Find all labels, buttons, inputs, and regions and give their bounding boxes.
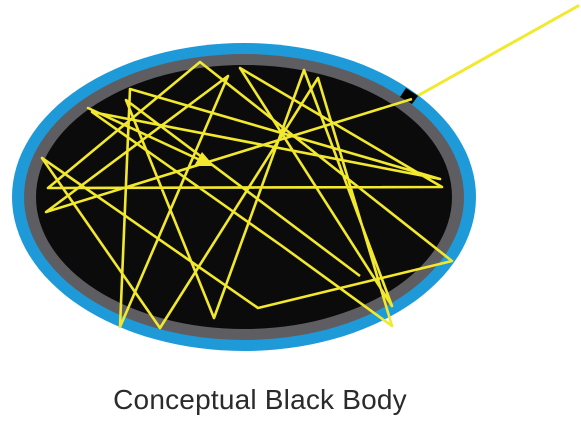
diagram-caption: Conceptual Black Body <box>0 384 520 416</box>
incident-ray <box>412 6 578 99</box>
